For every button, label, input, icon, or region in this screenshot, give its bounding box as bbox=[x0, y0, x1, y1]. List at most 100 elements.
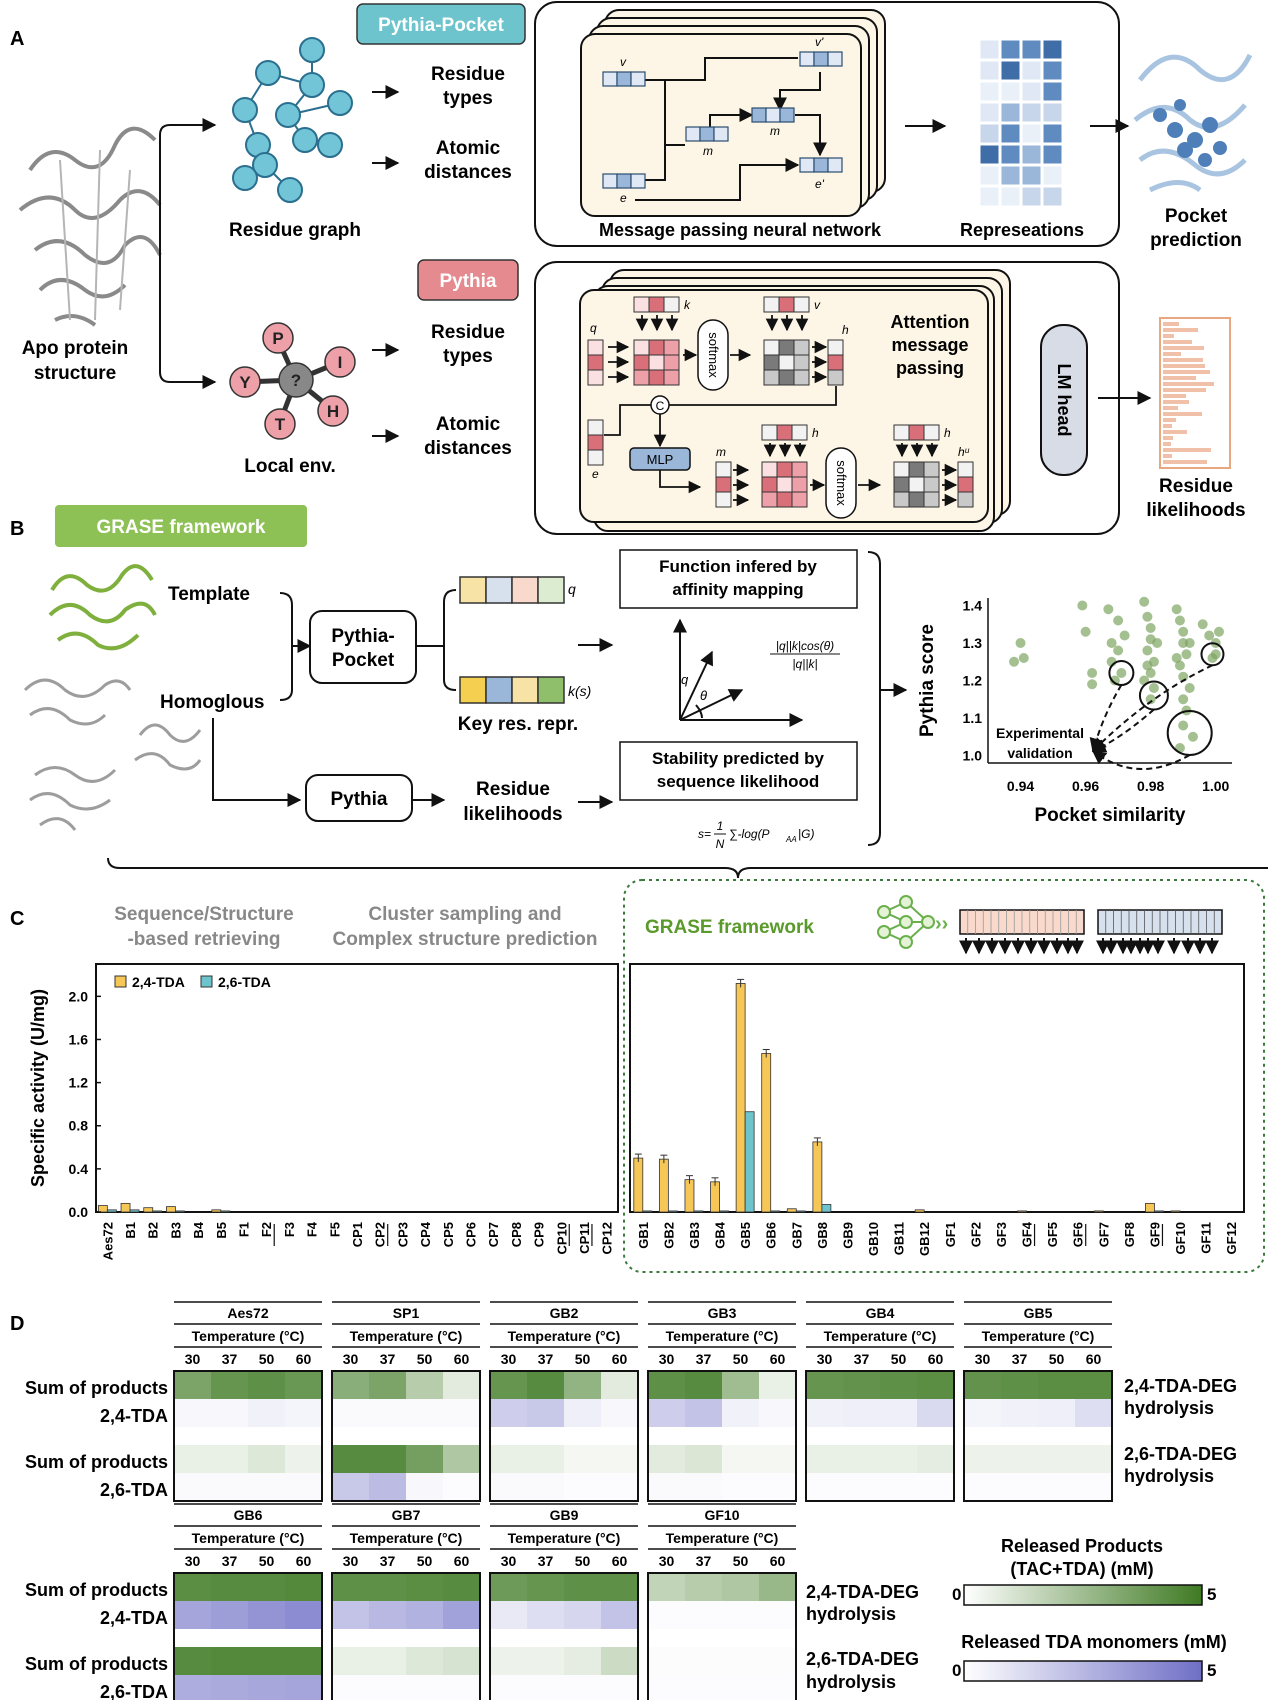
heatmap-cell bbox=[174, 1647, 211, 1675]
bar-xtick: CP8 bbox=[509, 1222, 524, 1247]
heatmap-frame bbox=[489, 1572, 639, 1700]
k-vec bbox=[633, 296, 650, 313]
heatmap-title: SP1 bbox=[393, 1305, 420, 1321]
scatter-point bbox=[1142, 645, 1153, 656]
template-protein-image bbox=[48, 564, 157, 651]
scatter-point bbox=[1178, 694, 1189, 705]
bar-ytick: 1.6 bbox=[69, 1031, 89, 1047]
temp-tick: 37 bbox=[222, 1351, 238, 1367]
bar-xtick: GB10 bbox=[866, 1222, 881, 1256]
value-matrix bbox=[793, 369, 810, 386]
scatter-point bbox=[1103, 604, 1114, 615]
heatmap-cell bbox=[880, 1445, 917, 1473]
heatmap-cell bbox=[564, 1445, 601, 1473]
heatmap-title: GB9 bbox=[550, 1507, 579, 1523]
svg-text:s=: s= bbox=[698, 827, 711, 841]
temp-tick: 60 bbox=[770, 1553, 786, 1569]
heatmap-cell bbox=[564, 1399, 601, 1427]
env-node-0: P bbox=[272, 329, 283, 348]
apo-label-line1: Apo protein bbox=[22, 338, 129, 359]
temp-tick: 50 bbox=[733, 1553, 749, 1569]
bot-residue-types-2: types bbox=[443, 346, 493, 367]
q-vec bbox=[587, 339, 604, 356]
v-vec bbox=[763, 296, 780, 313]
heatmap-cell bbox=[685, 1445, 722, 1473]
e-vec bbox=[587, 419, 604, 436]
heatmap-row-label: Sum of products bbox=[25, 1580, 168, 1600]
bar-xtick: GF5 bbox=[1045, 1222, 1060, 1247]
bar-frame-0 bbox=[95, 963, 619, 1213]
temp-tick: 50 bbox=[891, 1351, 907, 1367]
heatmap-cell bbox=[248, 1445, 285, 1473]
heatmap-cell bbox=[211, 1675, 248, 1700]
bar-xtick: B1 bbox=[123, 1222, 138, 1239]
heatmap-cell bbox=[1075, 1399, 1112, 1427]
heatmap-cell bbox=[685, 1647, 722, 1675]
validation-arrow bbox=[1089, 684, 1123, 753]
bar-26-GB2 bbox=[667, 1210, 678, 1213]
temp-tick: 37 bbox=[538, 1351, 554, 1367]
heatmap-cell bbox=[490, 1371, 527, 1399]
residue-graph-label: Residue graph bbox=[229, 220, 361, 241]
likelihood-bar bbox=[1163, 376, 1196, 380]
heatmap-cell bbox=[406, 1573, 443, 1601]
value-matrix bbox=[763, 369, 780, 386]
repr-cell bbox=[979, 186, 1000, 207]
pocket-prediction-image bbox=[1133, 53, 1253, 193]
bar-26-B5 bbox=[220, 1210, 231, 1213]
scatter-point bbox=[1080, 626, 1091, 637]
heatmap-cell bbox=[443, 1647, 480, 1675]
pocket-pred-2: prediction bbox=[1150, 230, 1242, 251]
heatmap-cell bbox=[285, 1675, 322, 1700]
h-vec bbox=[827, 339, 844, 356]
repr-cell bbox=[979, 144, 1000, 165]
ks-label: k(s) bbox=[568, 683, 591, 699]
heatmap-cell bbox=[211, 1601, 248, 1629]
scatter-point bbox=[1087, 668, 1098, 678]
legend-24-swatch bbox=[114, 975, 127, 988]
pythia-pocket-b-2: Pocket bbox=[332, 650, 395, 671]
bar-xtick: GB6 bbox=[764, 1222, 779, 1249]
env-node-5: T bbox=[275, 415, 286, 434]
heatmap-cell bbox=[917, 1399, 954, 1427]
value2-matrix bbox=[908, 461, 925, 478]
heatmap-cell bbox=[406, 1647, 443, 1675]
bottom-brace bbox=[107, 857, 1268, 879]
scatter-point bbox=[1142, 611, 1153, 622]
bar-24-GB8 bbox=[812, 1141, 823, 1213]
repr-cell bbox=[979, 39, 1000, 60]
mpnn-label: Message passing neural network bbox=[599, 220, 882, 240]
likelihood-bar bbox=[1163, 370, 1210, 374]
bar-xtick: GB12 bbox=[917, 1222, 932, 1256]
heatmap-row-label: Sum of products bbox=[25, 1378, 168, 1398]
heatmap-cell bbox=[490, 1647, 527, 1675]
likelihood-bar bbox=[1163, 418, 1176, 422]
m-vec bbox=[715, 491, 732, 508]
repr-cell bbox=[1042, 186, 1063, 207]
bar-24-GF4 bbox=[1017, 1210, 1027, 1213]
temp-tick: 50 bbox=[733, 1351, 749, 1367]
heatmap-cell bbox=[527, 1371, 564, 1399]
heatmap-cell bbox=[248, 1399, 285, 1427]
likelihood-bar bbox=[1163, 394, 1186, 398]
heatmap-cell bbox=[917, 1473, 954, 1501]
bar-24-GB12 bbox=[914, 1209, 925, 1213]
svg-text:››: ›› bbox=[935, 913, 948, 935]
repr-cell bbox=[1021, 165, 1042, 186]
attn-matrix bbox=[663, 354, 680, 371]
pocket-pred-1: Pocket bbox=[1165, 206, 1228, 227]
bar-xtick: GF2 bbox=[968, 1222, 983, 1247]
bar-24-GF10 bbox=[1170, 1210, 1181, 1213]
attn2-matrix bbox=[761, 461, 778, 478]
temp-tick: 60 bbox=[1086, 1351, 1102, 1367]
attn-sym: h bbox=[842, 323, 849, 337]
scatter-point bbox=[1145, 694, 1156, 705]
heatmap-frame bbox=[331, 1572, 481, 1700]
bar-xtick: GF8 bbox=[1122, 1222, 1137, 1247]
temp-tick: 60 bbox=[612, 1553, 628, 1569]
temp-tick: 60 bbox=[454, 1553, 470, 1569]
heatmap-cell bbox=[332, 1647, 369, 1675]
repr-cell bbox=[1000, 102, 1021, 123]
heatmap-cell bbox=[759, 1399, 796, 1427]
heatmap-cell bbox=[759, 1675, 796, 1700]
